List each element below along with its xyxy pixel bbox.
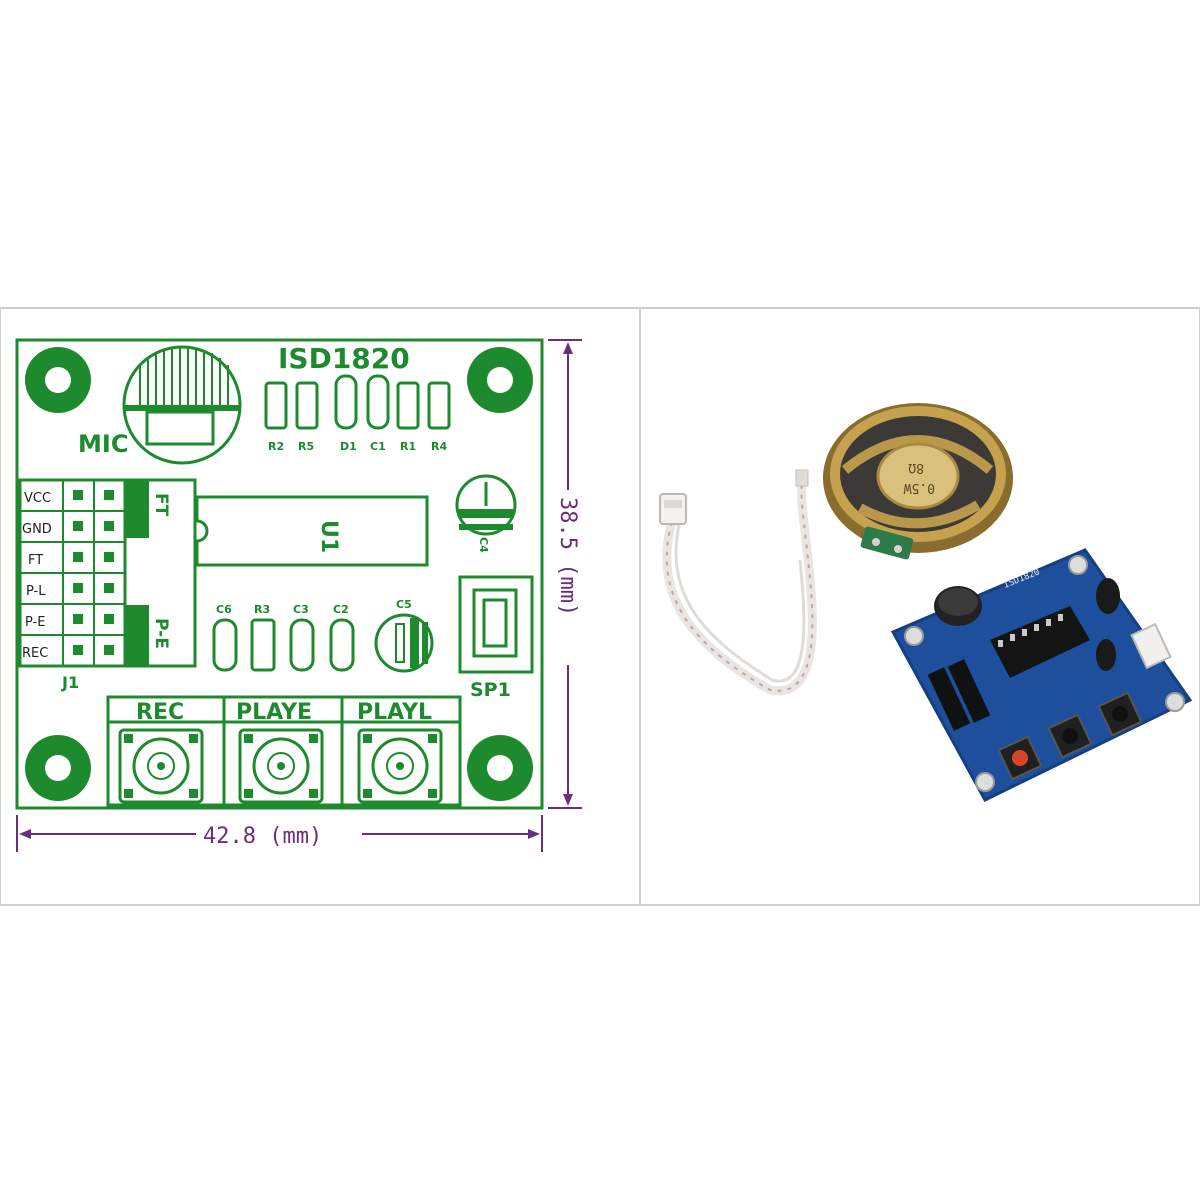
pin-label-vcc: VCC <box>24 491 51 506</box>
button-playl-footprint <box>357 728 443 804</box>
product-photo: 8Ω 0.5W <box>659 403 1193 802</box>
speaker-label: SP1 <box>470 679 511 701</box>
pin-label-gnd: GND <box>22 522 52 537</box>
part-label: C3 <box>293 603 309 616</box>
part-label: D1 <box>340 440 357 453</box>
speaker-marking-watt: 0.5W <box>904 480 935 495</box>
top-part-labels: R2 R5 D1 C1 R1 R4 <box>268 440 447 453</box>
header-j1 <box>18 478 197 668</box>
mid-part-labels: C6 R3 C3 C2 C5 <box>216 598 412 616</box>
header-label: J1 <box>61 673 79 692</box>
part-label: R4 <box>431 440 447 453</box>
top-passives <box>264 374 451 430</box>
mounting-hole-top-left <box>25 347 91 413</box>
part-label: C2 <box>333 603 349 616</box>
cable-plug-icon <box>659 493 687 525</box>
part-label: C1 <box>370 440 386 453</box>
speaker-cable <box>659 469 817 696</box>
button-label-playl: PLAYL <box>357 700 432 725</box>
mounting-hole-top-right <box>467 347 533 413</box>
cap-c5-footprint <box>374 613 434 673</box>
part-label: R2 <box>268 440 284 453</box>
button-playe-footprint <box>238 728 324 804</box>
speaker-icon: 8Ω 0.5W <box>823 403 1013 560</box>
ic-u1-footprint <box>195 495 429 567</box>
mic-label: MIC <box>78 430 128 458</box>
cap-c4-footprint <box>455 474 517 536</box>
ic-label: U1 <box>316 520 341 553</box>
part-label: C5 <box>396 598 412 611</box>
mounting-hole-bottom-right <box>467 735 533 801</box>
speaker-marking-ohm: 8Ω <box>908 460 924 475</box>
pin-label-pl: P-L <box>26 584 46 599</box>
jumper-ft-label: FT <box>151 493 171 517</box>
pcb-diagram: MIC ISD1820 R2 R5 D1 C1 R1 R4 <box>15 338 582 852</box>
board-title: ISD1820 <box>278 342 410 375</box>
part-label: R1 <box>400 440 416 453</box>
pin-label-pe: P-E <box>25 615 45 630</box>
part-label: R3 <box>254 603 270 616</box>
width-dimension-label: 42.8 (mm) <box>203 824 322 849</box>
jumper-pe-label: P-E <box>151 618 171 649</box>
part-label: C6 <box>216 603 232 616</box>
button-rec-footprint <box>118 728 204 804</box>
isd1820-module-photo: ISD1820 <box>890 548 1193 802</box>
height-dimension-label: 38.5 (mm) <box>555 497 580 616</box>
width-dimension <box>16 815 543 852</box>
pin-label-rec: REC <box>22 646 48 661</box>
pin-label-ft: FT <box>28 553 43 568</box>
button-label-playe: PLAYE <box>236 700 312 725</box>
cap-c4-label: C4 <box>477 537 490 553</box>
height-dimension <box>548 339 582 809</box>
mid-passives <box>212 618 355 672</box>
button-label-rec: REC <box>136 700 184 725</box>
mic-footprint <box>122 345 242 465</box>
part-label: R5 <box>298 440 314 453</box>
speaker-connector-footprint <box>458 575 534 674</box>
mounting-hole-bottom-left <box>25 735 91 801</box>
header-pin-labels: VCC GND FT P-L P-E REC <box>22 491 52 661</box>
